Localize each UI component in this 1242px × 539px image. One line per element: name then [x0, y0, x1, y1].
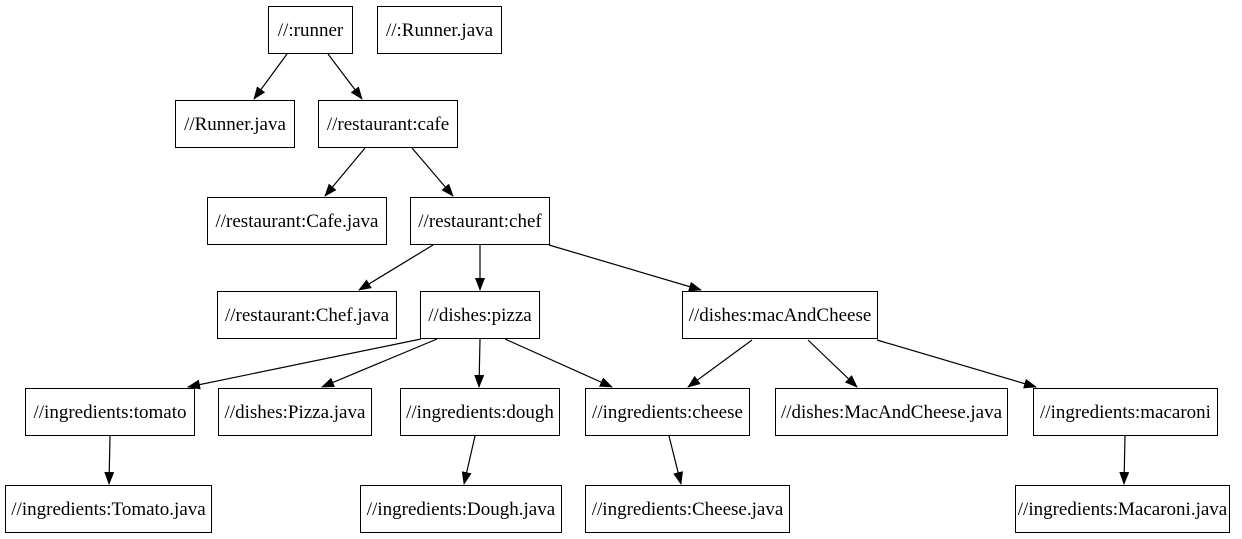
- graph-node-cheese: //ingredients:cheese: [585, 388, 750, 436]
- graph-node-macaroni-java: //ingredients:Macaroni.java: [1015, 485, 1230, 533]
- graph-node-tomato-java: //ingredients:Tomato.java: [5, 485, 212, 533]
- graph-node-tomato: //ingredients:tomato: [25, 388, 195, 436]
- graph-node-runner-java: //Runner.java: [175, 100, 295, 148]
- graph-node-runner: //:runner: [268, 6, 353, 54]
- graph-node-dough: //ingredients:dough: [400, 388, 560, 436]
- node-label-cafe: //restaurant:cafe: [326, 113, 450, 135]
- graph-node-chef-java: //restaurant:Chef.java: [217, 291, 397, 339]
- node-label-cafe-java: //restaurant:Cafe.java: [215, 210, 379, 232]
- node-label-cheese: //ingredients:cheese: [592, 401, 743, 423]
- node-label-macaroni-java: //ingredients:Macaroni.java: [1017, 498, 1228, 520]
- node-label-cheese-java: //ingredients:Cheese.java: [591, 498, 784, 520]
- node-label-tomato-java: //ingredients:Tomato.java: [11, 498, 206, 520]
- node-label-macaroni: //ingredients:macaroni: [1040, 401, 1211, 423]
- node-label-dough-java: //ingredients:Dough.java: [366, 498, 556, 520]
- graph-node-macandcheese-java: //dishes:MacAndCheese.java: [775, 388, 1008, 436]
- node-label-dough: //ingredients:dough: [406, 401, 554, 423]
- node-label-pizza: //dishes:pizza: [428, 304, 532, 326]
- node-label-runner-src: //:Runner.java: [385, 19, 494, 41]
- graph-node-pizza: //dishes:pizza: [420, 291, 540, 339]
- node-label-macandcheese: //dishes:macAndCheese: [688, 304, 872, 326]
- node-label-chef-java: //restaurant:Chef.java: [224, 304, 390, 326]
- node-label-pizza-java: //dishes:Pizza.java: [224, 401, 366, 423]
- graph-node-cafe: //restaurant:cafe: [318, 100, 458, 148]
- graph-node-dough-java: //ingredients:Dough.java: [360, 485, 562, 533]
- graph-node-cafe-java: //restaurant:Cafe.java: [207, 197, 387, 245]
- graph-node-macandcheese: //dishes:macAndCheese: [682, 291, 878, 339]
- node-label-runner: //:runner: [277, 19, 344, 41]
- graph-node-pizza-java: //dishes:Pizza.java: [218, 388, 372, 436]
- node-label-runner-java: //Runner.java: [184, 113, 286, 135]
- graph-node-cheese-java: //ingredients:Cheese.java: [585, 485, 790, 533]
- graph-node-runner-src: //:Runner.java: [377, 6, 502, 54]
- node-label-chef: //restaurant:chef: [418, 210, 542, 232]
- node-label-macandcheese-java: //dishes:MacAndCheese.java: [780, 401, 1003, 423]
- graph-node-macaroni: //ingredients:macaroni: [1033, 388, 1218, 436]
- graph-node-chef: //restaurant:chef: [410, 197, 550, 245]
- node-label-tomato: //ingredients:tomato: [33, 401, 187, 423]
